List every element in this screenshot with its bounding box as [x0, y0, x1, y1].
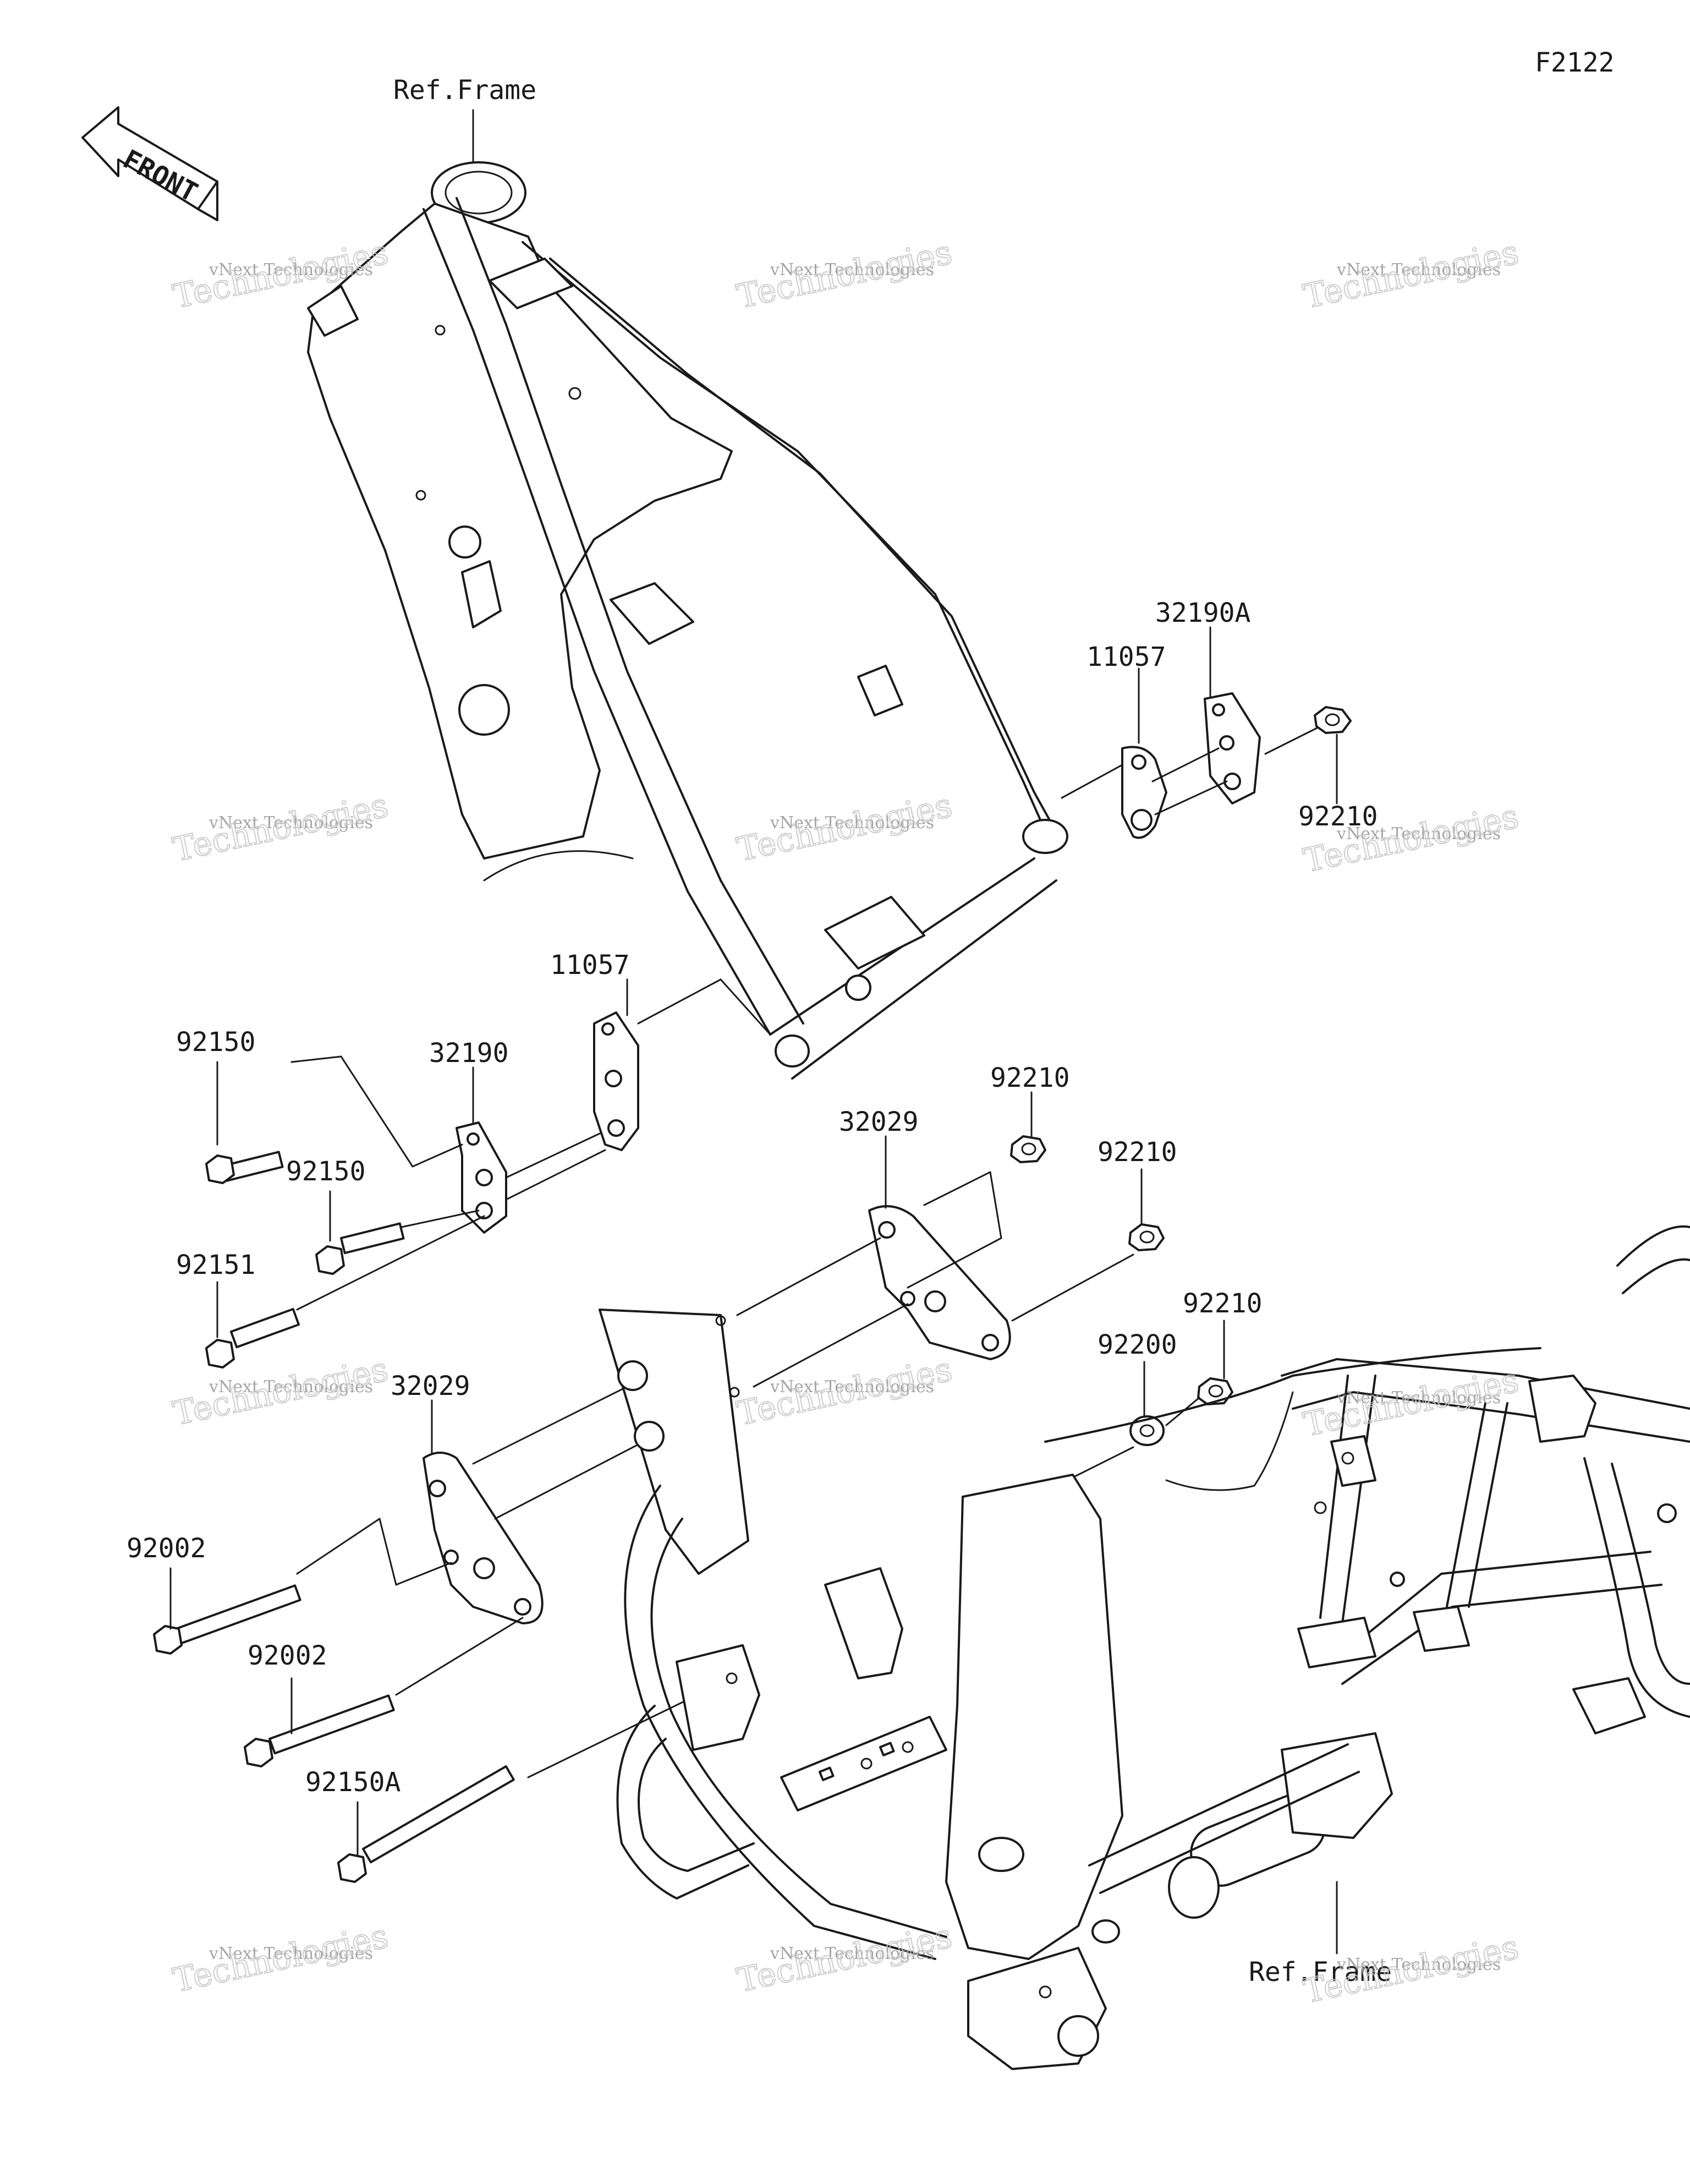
callout-92210-upper: 92210 — [1298, 801, 1378, 832]
watermark-8: vNext Technologies Technologies — [733, 1350, 956, 1434]
callout-92150A: 92150A — [305, 1767, 400, 1798]
callout-92150-b: 92150 — [286, 1156, 366, 1187]
callout-92151: 92151 — [176, 1250, 256, 1280]
callout-11057-upper: 11057 — [1087, 642, 1166, 672]
ref-frame-label-lower: Ref.Frame — [1249, 1957, 1392, 1988]
svg-text:vNext Technologies: vNext Technologies — [770, 813, 934, 833]
watermark-5: vNext Technologies Technologies — [733, 786, 956, 870]
callout-92002-a: 92002 — [127, 1533, 206, 1564]
callout-92200: 92200 — [1098, 1329, 1177, 1360]
left-mount: 11057 32190 92150 92150 — [176, 950, 771, 1369]
watermark-2: vNext Technologies Technologies — [733, 233, 956, 317]
upper-frame: Ref.Frame — [307, 75, 1068, 1080]
middle-mount: 32029 92210 92210 92200 92210 — [736, 1063, 1263, 1487]
svg-text:Technologies: Technologies — [1301, 233, 1522, 316]
svg-text:vNext Technologies: vNext Technologies — [208, 813, 373, 833]
bolt-92150A — [337, 1765, 515, 1883]
watermark-7: vNext Technologies Technologies — [169, 1350, 392, 1434]
lower-frame: Ref.Frame — [599, 1225, 1690, 2070]
callout-11057-lower: 11057 — [550, 950, 630, 981]
svg-text:vNext Technologies: vNext Technologies — [208, 1944, 373, 1963]
callout-92210-a: 92210 — [990, 1063, 1070, 1093]
ref-frame-label-upper: Ref.Frame — [393, 75, 536, 106]
callout-92150-a: 92150 — [176, 1027, 256, 1058]
svg-text:Technologies: Technologies — [734, 233, 956, 316]
watermark-11: vNext Technologies Technologies — [733, 1917, 956, 2001]
callout-92002-b: 92002 — [248, 1640, 327, 1671]
svg-text:vNext Technologies: vNext Technologies — [208, 1377, 373, 1397]
callout-92210-c: 92210 — [1183, 1288, 1263, 1319]
svg-text:vNext Technologies: vNext Technologies — [770, 260, 934, 280]
svg-text:vNext Technologies: vNext Technologies — [770, 1377, 934, 1397]
bolt-92002-b — [244, 1694, 395, 1767]
svg-text:Technologies: Technologies — [734, 786, 956, 869]
svg-text:Technologies: Technologies — [734, 1350, 956, 1433]
svg-text:vNext Technologies: vNext Technologies — [1336, 260, 1501, 280]
callout-92210-b: 92210 — [1098, 1137, 1177, 1168]
figure-id: F2122 — [1535, 47, 1615, 78]
watermark-12: vNext Technologies Technologies — [1300, 1928, 1523, 2012]
callout-32190: 32190 — [429, 1038, 509, 1069]
bolt-92151 — [205, 1307, 300, 1369]
bolt-92150-top — [205, 1151, 284, 1184]
svg-text:vNext Technologies: vNext Technologies — [1336, 1388, 1501, 1408]
watermark-10: vNext Technologies Technologies — [169, 1917, 392, 2001]
svg-text:Technologies: Technologies — [170, 1350, 392, 1433]
svg-text:vNext Technologies: vNext Technologies — [1336, 824, 1501, 844]
callout-32190A: 32190A — [1155, 598, 1250, 628]
bolt-92150-middle — [315, 1222, 405, 1275]
watermark-4: vNext Technologies Technologies — [169, 786, 392, 870]
svg-text:Technologies: Technologies — [734, 1917, 956, 2000]
svg-text:Technologies: Technologies — [1301, 1928, 1522, 2011]
svg-text:Technologies: Technologies — [170, 786, 392, 869]
callout-32029-lower: 32029 — [391, 1371, 470, 1402]
lower-mount: 32029 92002 92002 92150A — [127, 1371, 733, 1883]
svg-text:vNext Technologies: vNext Technologies — [208, 260, 373, 280]
svg-text:vNext Technologies: vNext Technologies — [770, 1944, 934, 1963]
svg-text:vNext Technologies: vNext Technologies — [1336, 1955, 1501, 1974]
upper-right-mount: 11057 32190A 92210 — [1061, 598, 1378, 839]
watermark-3: vNext Technologies Technologies — [1300, 233, 1523, 317]
svg-text:Technologies: Technologies — [170, 1917, 392, 2000]
front-arrow-icon: FRONT — [81, 106, 218, 221]
callout-32029-upper: 32029 — [839, 1107, 919, 1137]
watermark-9: vNext Technologies Technologies — [1300, 1361, 1523, 1445]
svg-text:Technologies: Technologies — [1301, 1361, 1522, 1444]
bolt-92002-a — [153, 1584, 301, 1655]
